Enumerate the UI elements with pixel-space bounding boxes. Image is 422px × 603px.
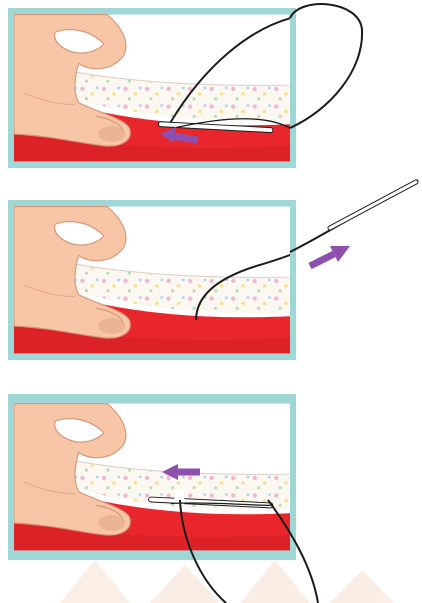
direction-arrow-icon: [310, 246, 350, 266]
panel-step-1: [8, 4, 362, 168]
background-watermark: [60, 560, 394, 603]
thread-icon: [290, 4, 362, 128]
panel-step-2: [8, 180, 418, 360]
needle-icon: [290, 180, 418, 252]
